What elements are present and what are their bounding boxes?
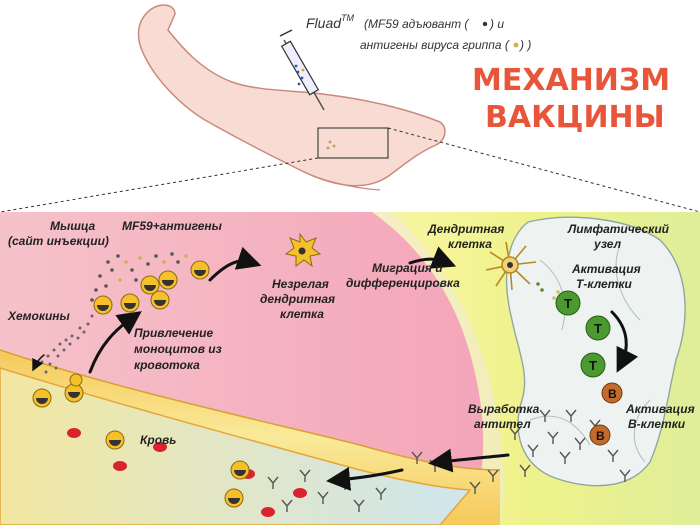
label-migration-2: дифференцировка [346,276,460,290]
label-dendritic-1: Дендритная [427,222,504,236]
immature-dendritic-cell [284,232,322,268]
monocytes-in-muscle [93,260,210,315]
to-immature-arrow [208,246,262,282]
injection-site-dots [326,140,336,150]
antibodies-in-vessel [267,451,499,512]
arm-illustration [137,4,446,191]
label-antibody-2: антител [474,417,531,431]
header-line1-tail: ) и [488,17,504,31]
t-cell-label-3: T [589,358,597,373]
label-dendritic-2: клетка [448,237,492,251]
adjuvant-dot-icon [482,21,488,27]
t-cell-label-2: T [594,321,602,336]
label-immature-2: дендритная [260,292,335,306]
to-blood-arrow [326,466,404,491]
label-blood: Кровь [140,433,176,447]
label-recruit-1: Привлечение [134,326,213,340]
label-lymph-2: узел [593,237,622,251]
label-recruit-3: кровотока [134,358,200,372]
mf59-antigen-dots [90,252,188,302]
mechanism-panel: T T T B B Мышца (сайт инъекции) [0,212,700,525]
process-arrows [32,246,639,491]
label-mf59: MF59+антигены [122,219,223,233]
title-line1: МЕХАНИЗМ [472,63,670,98]
chemokine-arrow [32,354,45,372]
label-muscle: Мышца [50,219,96,233]
blood-vessel [0,349,501,525]
product-name: FluadTM [306,13,355,31]
t-cells: T T T [552,290,611,378]
mature-dendritic-cell [485,241,544,292]
monocytes-in-vessel [32,373,250,508]
label-immature-1: Незрелая [272,277,329,291]
antibody-release-arrow [428,448,510,473]
antigen-dot-icon [513,42,519,48]
syringe-icon [279,29,325,111]
recruit-arrow [88,311,142,374]
t-cell-label-1: T [564,296,572,311]
zoom-line-left [0,157,319,213]
label-immature-3: клетка [280,307,324,321]
b-cell-label-1: B [608,387,617,401]
label-t-activation-2: Т-клетки [576,277,632,291]
label-chemokines: Хемокины [7,309,71,323]
label-recruit-2: моноцитов из [134,342,222,356]
t-to-b-arrow [610,310,639,373]
b-cell-label-2: B [596,429,605,443]
label-b-activation-1: Активация [625,402,695,416]
label-t-activation-1: Активация [571,262,641,276]
zoom-line-right [387,127,700,213]
b-cells: B B [589,382,623,446]
label-antibody-1: Выработка [468,402,540,416]
label-lymph-1: Лимфатический [567,222,670,236]
label-migration-1: Миграция и [372,261,443,275]
zoom-box [317,127,389,159]
migration-arrow [408,246,457,269]
antibodies-near-node [509,409,631,482]
header-line2-tail: ) ) [518,38,531,52]
label-injection-site: (сайт инъекции) [8,234,109,248]
label-b-activation-2: В-клетки [628,417,686,431]
lymph-node [505,216,686,487]
header-line2: антигены вируса гриппа ( [360,38,511,52]
title-line2: ВАКЦИНЫ [485,100,665,135]
red-blood-cells [67,428,307,517]
header-line1: (MF59 адъювант ( [364,17,470,31]
